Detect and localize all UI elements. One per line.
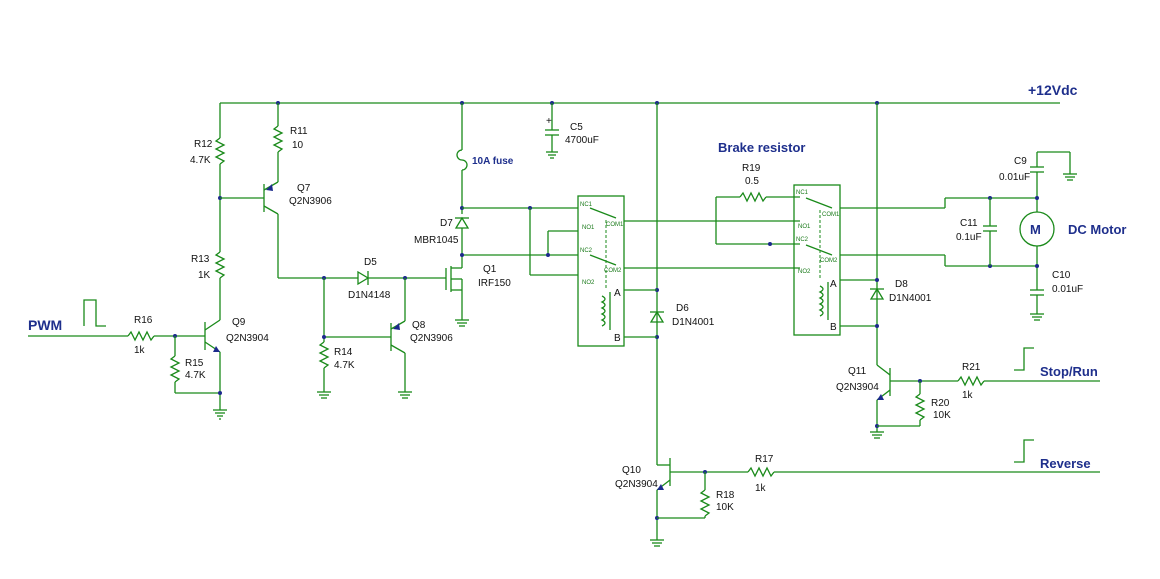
q11-ref: Q11 xyxy=(848,366,867,377)
relay2-com1: COM1 xyxy=(822,212,840,218)
power-stage xyxy=(445,103,578,327)
r13-ref: R13 xyxy=(191,254,210,265)
r20-ref: R20 xyxy=(931,398,950,409)
d5-value: D1N4148 xyxy=(348,290,391,301)
brake-resistor xyxy=(715,191,800,246)
r17-value: 1k xyxy=(755,483,767,494)
r17-ref: R17 xyxy=(755,454,774,465)
r11-ref: R11 xyxy=(290,126,308,137)
supply-rail xyxy=(220,101,1060,105)
q8-value: Q2N3906 xyxy=(410,333,453,344)
q8-ref: Q8 xyxy=(412,320,426,331)
r16-ref: R16 xyxy=(134,315,153,326)
r19-ref: R19 xyxy=(742,163,761,174)
d6-ref: D6 xyxy=(676,303,689,314)
relay2-nc1: NC1 xyxy=(796,190,809,196)
r15-ref: R15 xyxy=(185,358,204,369)
relay1-no1: NO1 xyxy=(582,225,595,231)
pwm-input-stage xyxy=(28,299,227,420)
brake-label: Brake resistor xyxy=(718,140,805,155)
c11-value: 0.1uF xyxy=(956,232,982,243)
relay2-no2: NO2 xyxy=(798,269,811,275)
relay1-coil-b: B xyxy=(614,333,621,344)
q1-value: IRF150 xyxy=(478,278,511,289)
q7-value: Q2N3906 xyxy=(289,196,332,207)
supply-label: +12Vdc xyxy=(1028,82,1078,98)
relay1-nc2: NC2 xyxy=(580,248,593,254)
r20-value: 10K xyxy=(933,410,951,421)
r19-value: 0.5 xyxy=(745,176,759,187)
motor-label: DC Motor xyxy=(1068,222,1127,237)
r18-ref: R18 xyxy=(716,490,735,501)
relay1-coil-a: A xyxy=(614,288,621,299)
motor-section xyxy=(944,151,1077,321)
relay2-coil-b: B xyxy=(830,322,837,333)
pwm-label: PWM xyxy=(28,317,62,333)
q7-ref: Q7 xyxy=(297,183,311,194)
r16-value: 1k xyxy=(134,345,146,356)
relay2-coil-a: A xyxy=(830,279,837,290)
d7-value: MBR1045 xyxy=(414,235,459,246)
relay-1 xyxy=(577,195,800,347)
d5-ref: D5 xyxy=(364,257,377,268)
c11-ref: C11 xyxy=(960,218,978,229)
d6-value: D1N4001 xyxy=(672,317,715,328)
relay1-com1: COM1 xyxy=(606,222,624,228)
r14-value: 4.7K xyxy=(334,360,355,371)
reverse-stage xyxy=(624,103,1100,547)
relay2-no1: NO1 xyxy=(798,224,811,230)
r15-value: 4.7K xyxy=(185,370,206,381)
relay2-com2: COM2 xyxy=(820,258,838,264)
relay-2 xyxy=(793,184,945,336)
stop-run-stage xyxy=(869,103,1100,439)
q9-value: Q2N3904 xyxy=(226,333,269,344)
relay1-wiring xyxy=(529,208,578,276)
d8-value: D1N4001 xyxy=(889,293,932,304)
r18-value: 10K xyxy=(716,502,734,513)
relay1-no2: NO2 xyxy=(582,280,595,286)
relay1-nc1: NC1 xyxy=(580,202,593,208)
r13-value: 1K xyxy=(198,270,211,281)
r21-value: 1k xyxy=(962,390,974,401)
r11-value: 10 xyxy=(292,140,304,151)
gate-stage xyxy=(317,270,446,399)
motor-symbol: M xyxy=(1030,222,1041,237)
c5-ref: C5 xyxy=(570,122,583,133)
q1-ref: Q1 xyxy=(483,264,497,275)
c5-capacitor xyxy=(545,103,559,159)
c5-value: 4700uF xyxy=(565,135,599,146)
q10-value: Q2N3904 xyxy=(615,479,658,490)
q10-ref: Q10 xyxy=(622,465,641,476)
q11-value: Q2N3904 xyxy=(836,382,879,393)
d8-ref: D8 xyxy=(895,279,908,290)
fuse-label: 10A fuse xyxy=(472,156,514,167)
relay2-nc2: NC2 xyxy=(796,237,809,243)
driver-stage xyxy=(214,103,358,320)
c5-polarity: + xyxy=(546,116,552,127)
stop-run-label: Stop/Run xyxy=(1040,364,1098,379)
q9-ref: Q9 xyxy=(232,317,246,328)
c9-ref: C9 xyxy=(1014,156,1027,167)
reverse-label: Reverse xyxy=(1040,456,1091,471)
r12-ref: R12 xyxy=(194,139,213,150)
c9-value: 0.01uF xyxy=(999,172,1030,183)
r14-ref: R14 xyxy=(334,347,353,358)
relay1-com2: COM2 xyxy=(604,268,622,274)
r21-ref: R21 xyxy=(962,362,981,373)
r12-value: 4.7K xyxy=(190,155,211,166)
c10-ref: C10 xyxy=(1052,270,1071,281)
c10-value: 0.01uF xyxy=(1052,284,1083,295)
d7-ref: D7 xyxy=(440,218,453,229)
